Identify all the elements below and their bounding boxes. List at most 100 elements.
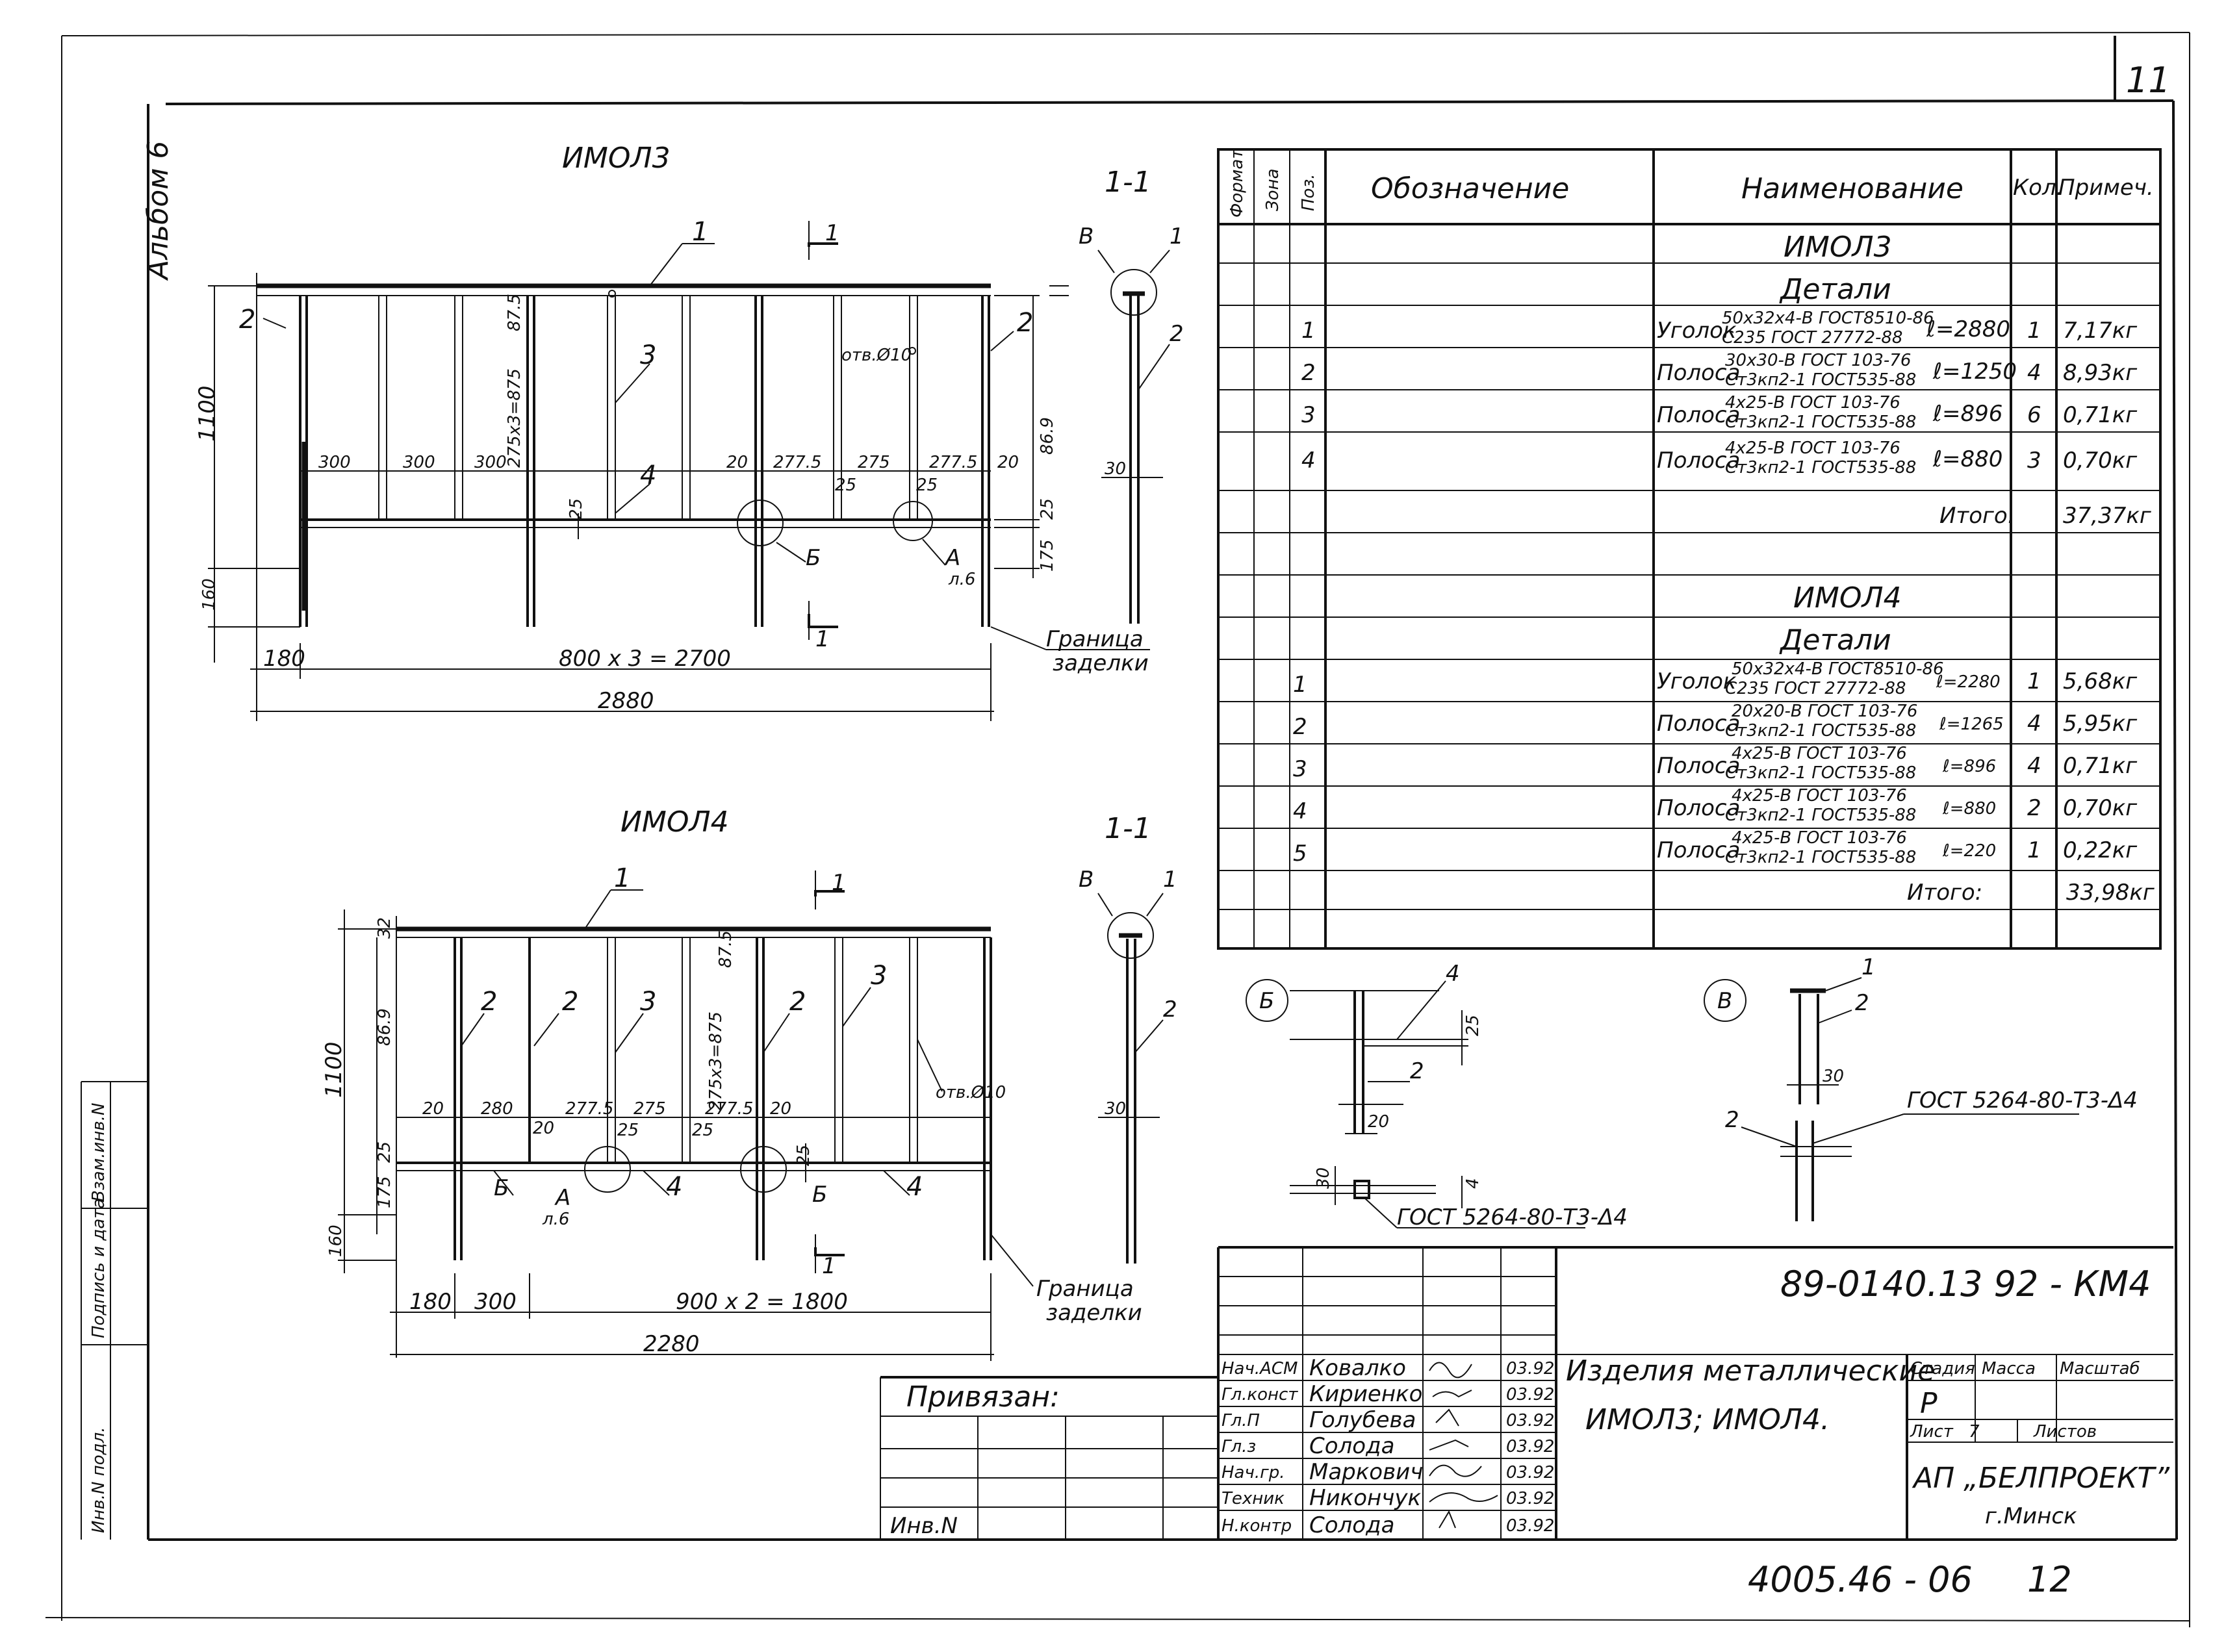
- signer-1-date: 03.92: [1506, 1359, 1554, 1379]
- signer-7-name: Солода: [1309, 1512, 1394, 1538]
- imol4-dim-25-left: 25: [375, 1141, 394, 1163]
- imol4-pos-1: 1: [614, 863, 630, 893]
- spec-g1-r3-top: 4x25-В ГОСТ 103-76: [1725, 393, 1900, 413]
- imol4-section-30: 30: [1105, 1099, 1126, 1119]
- spec-g2-r1-len: ℓ=2280: [1936, 672, 2001, 692]
- imol4-dim-175: 175: [375, 1176, 394, 1208]
- imol3-boundary-2: заделки: [1053, 650, 1149, 676]
- imol3-dim-total: 2880: [598, 688, 654, 714]
- imol3-cut-1-top: 1: [825, 220, 839, 246]
- spec-g1-r3-qty: 6: [2027, 402, 2041, 428]
- signer-2-name: Кириенко: [1309, 1381, 1422, 1407]
- imol3-hole-note: отв.Ø10: [841, 346, 912, 365]
- signer-1-role: Нач.АСМ: [1222, 1359, 1298, 1379]
- signer-6-date: 03.92: [1506, 1489, 1554, 1508]
- spec-g2-r4-mass: 0,70кг: [2063, 795, 2138, 821]
- imol4-title: ИМОЛ4: [620, 806, 729, 839]
- imol4-boundary-1: Граница: [1036, 1276, 1134, 1302]
- detail-v: [1704, 977, 2079, 1221]
- imol4-dim-87-5: 87.5: [716, 930, 736, 968]
- imol3-dim-180: 180: [263, 646, 305, 672]
- imol4-dim-280: 280: [481, 1099, 513, 1119]
- spec-g2-r2-top: 20x20-В ГОСТ 103-76: [1732, 702, 1917, 721]
- signer-1-name: Ковалко: [1309, 1355, 1406, 1381]
- spec-g1-total-value: 37,37кг: [2063, 503, 2152, 529]
- signer-4-role: Гл.з: [1222, 1437, 1256, 1456]
- spec-table: [1217, 148, 2162, 950]
- imol4-section-p2: 2: [1163, 997, 1177, 1023]
- signer-row-4: Гл.з Солода 03.92: [1222, 1433, 1554, 1459]
- signer-3-date: 03.92: [1506, 1411, 1554, 1430]
- doc-number: 4005.46 - 06: [1748, 1559, 1973, 1600]
- spec-header-pos: Поз.: [1299, 173, 1318, 211]
- spec-g1-r2-mass: 8,93кг: [2063, 360, 2138, 386]
- detail-v-pos-1: 1: [1861, 954, 1876, 980]
- title-sheets-label: Листов: [2033, 1422, 2097, 1442]
- signer-5-name: Маркович: [1309, 1459, 1423, 1485]
- page-number: 11: [2126, 60, 2171, 101]
- spec-g1-r1-kind: Уголок: [1657, 318, 1737, 344]
- spec-g1-r1-len: ℓ=2880: [1926, 316, 2010, 342]
- spec-g1-subtitle: Детали: [1779, 273, 1891, 306]
- album-label: Альбом 6: [142, 141, 175, 281]
- detail-b-gost: ГОСТ 5264-80-Т3-Δ4: [1397, 1204, 1628, 1230]
- side-stamp-sign-date: Подпись и дата: [89, 1199, 109, 1338]
- title-block: [880, 1246, 2173, 1540]
- imol3-section: [1049, 249, 1170, 624]
- spec-g2-row-4: 4 Полоса 4x25-В ГОСТ 103-76 Ст3кп2-1 ГОС…: [1293, 786, 2138, 825]
- spec-g2-r1-pos: 1: [1293, 672, 1307, 698]
- spec-g1-total-label: Итого.: [1939, 503, 2015, 529]
- imol3-dim-1100: 1100: [194, 385, 220, 442]
- detail-v-pos-2a: 2: [1855, 990, 1869, 1016]
- imol4-pos-2b: 2: [562, 987, 578, 1017]
- imol4-cut-1-bottom: 1: [822, 1253, 836, 1279]
- imol3-callout-a: А: [944, 545, 960, 571]
- imol4-boundary-2: заделки: [1046, 1300, 1142, 1326]
- spec-g1-r4-bottom: Ст3кп2-1 ГОСТ535-88: [1725, 458, 1916, 477]
- imol3-dim-275: 275: [858, 453, 890, 472]
- imol4-dim-275: 275: [633, 1099, 666, 1119]
- imol3-dim-275x3: 275x3=875: [505, 368, 524, 468]
- imol3-dim-20a: 20: [726, 453, 748, 472]
- signer-3-role: Гл.П: [1222, 1411, 1260, 1430]
- spec-g2-r4-len: ℓ=880: [1942, 799, 1996, 819]
- signer-row-5: Нач.гр. Маркович 03.92: [1222, 1459, 1554, 1485]
- imol4-dim-86-9: 86.9: [375, 1008, 394, 1046]
- imol4-dim-20b: 20: [770, 1099, 791, 1119]
- title-org-line2: г.Минск: [1985, 1503, 2077, 1529]
- spec-g1-r2-qty: 4: [2027, 360, 2041, 386]
- spec-g2-r3-qty: 4: [2027, 753, 2041, 779]
- imol3-dim-277-5b: 277.5: [929, 453, 977, 472]
- spec-g1-r3-bottom: Ст3кп2-1 ГОСТ535-88: [1725, 413, 1916, 432]
- spec-g1-r3-pos: 3: [1301, 402, 1316, 428]
- spec-g1-title: ИМОЛ3: [1784, 231, 1892, 264]
- imol4-dim-25c: 25: [794, 1145, 813, 1166]
- imol4-pos-2a: 2: [481, 987, 497, 1017]
- side-stamp-replace-inv: Взам.инв.N: [89, 1103, 109, 1202]
- imol3-pos-2b: 2: [1017, 308, 1033, 338]
- imol3-dim-300c: 300: [474, 453, 507, 472]
- signer-row-7: Н.контр Солода 03.92: [1222, 1512, 1554, 1538]
- detail-b-pos-2: 2: [1410, 1058, 1424, 1084]
- title-sheet-value: 7: [1969, 1422, 1980, 1442]
- detail-v-label: В: [1717, 988, 1732, 1014]
- imol4-dim-300: 300: [474, 1289, 517, 1315]
- spec-g1-r3-len: ℓ=896: [1932, 401, 2002, 427]
- spec-g2-row-3: 3 Полоса 4x25-В ГОСТ 103-76 Ст3кп2-1 ГОС…: [1293, 744, 2138, 783]
- imol4-dim-total: 2280: [643, 1331, 700, 1357]
- spec-g1-r4-len: ℓ=880: [1932, 446, 2002, 472]
- imol3-dim-277-5a: 277.5: [773, 453, 821, 472]
- spec-g1-r1-qty: 1: [2027, 318, 2041, 344]
- spec-g2-r2-mass: 5,95кг: [2063, 711, 2138, 737]
- detail-b-label: Б: [1259, 988, 1274, 1014]
- spec-g2-r1-mass: 5,68кг: [2063, 668, 2138, 694]
- spec-g2-r5-qty: 1: [2027, 837, 2041, 863]
- spec-g1-row-4: 4 Полоса 4x25-В ГОСТ 103-76 Ст3кп2-1 ГОС…: [1301, 438, 2138, 477]
- imol4-pos-4b: 4: [906, 1172, 923, 1202]
- signer-4-date: 03.92: [1506, 1437, 1554, 1456]
- imol3-dim-175: 175: [1038, 539, 1057, 572]
- spec-g2-r5-mass: 0,22кг: [2063, 837, 2138, 863]
- spec-header-name: Наименование: [1741, 172, 1964, 205]
- spec-g1-r4-pos: 4: [1301, 448, 1316, 474]
